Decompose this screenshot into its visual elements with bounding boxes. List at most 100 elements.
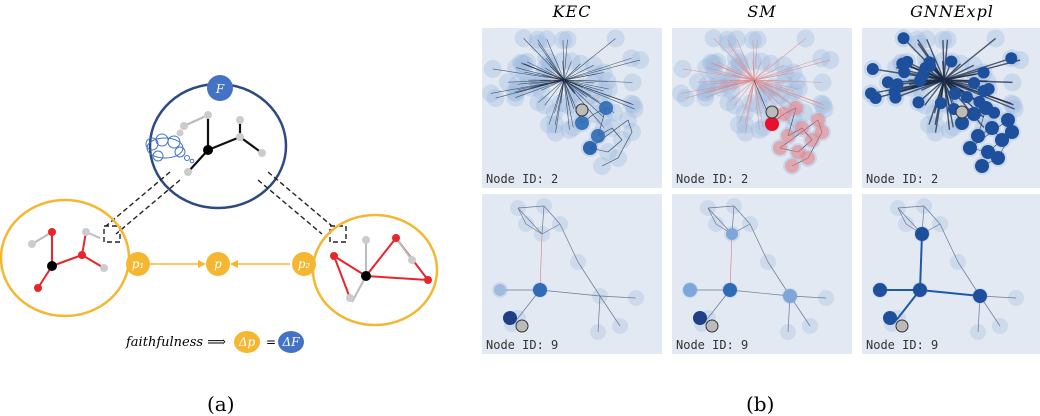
explanation-node (991, 151, 1005, 165)
cell-gnnexpl-node2: Node ID: 2 (862, 28, 1040, 188)
faded-node (918, 30, 936, 48)
node-id-label: Node ID: 2 (676, 172, 748, 186)
left-ellipse (1, 200, 129, 316)
column-title-gnnexpl: GNNExpl (862, 2, 1040, 21)
explanation-node (898, 32, 910, 44)
column-title-kec: KEC (482, 2, 662, 21)
saliency-node (789, 101, 803, 115)
faded-node (622, 49, 640, 67)
explanation-node (967, 107, 981, 121)
explanation-node (935, 97, 947, 109)
thought-cloud-icon (146, 134, 194, 163)
explanation-node (896, 58, 908, 70)
explanation-node (915, 227, 929, 241)
explanation-node (979, 101, 993, 115)
badge-p1: p₁ (126, 252, 150, 276)
highlighted-node (583, 141, 597, 155)
node-id-label: Node ID: 2 (486, 172, 558, 186)
highlighted-node (599, 101, 613, 115)
edge (540, 290, 600, 296)
faded-node (728, 30, 746, 48)
highlighted-node (503, 311, 517, 325)
explanation-node (975, 159, 989, 173)
explanation-node (883, 311, 897, 325)
equals-sign: = (266, 335, 276, 349)
graph-sm-node9 (672, 194, 852, 354)
explanation-node (892, 78, 904, 90)
saliency-node (765, 117, 779, 131)
edge (734, 206, 750, 224)
explanation-node (949, 87, 961, 99)
target-node (956, 106, 968, 118)
dashed-arrow-right (258, 172, 346, 242)
target-node (516, 320, 528, 332)
graph-kec-node2 (482, 28, 662, 188)
left-graph (28, 228, 108, 292)
node-id-label: Node ID: 2 (866, 172, 938, 186)
explanation-node (985, 121, 999, 135)
explanation-node (978, 67, 990, 79)
explanation-node (873, 283, 887, 297)
explanation-node (978, 85, 990, 97)
explanation-node (1001, 113, 1015, 127)
faded-node (546, 124, 564, 142)
node-id-label: Node ID: 9 (866, 338, 938, 352)
saliency-node (801, 151, 815, 165)
faded-node (484, 60, 502, 78)
edge (560, 224, 578, 262)
right-graph (330, 234, 432, 302)
edge (730, 290, 790, 296)
explanation-node (865, 87, 877, 99)
explanation-node (889, 92, 901, 104)
explanation-node (1005, 125, 1019, 139)
highlighted-node (693, 311, 707, 325)
faded-node (736, 124, 754, 142)
target-node (896, 320, 908, 332)
highlighted-node (726, 228, 738, 240)
explanation-node (973, 289, 987, 303)
cell-sm-node9: Node ID: 9 (672, 194, 852, 354)
highlighted-node (494, 284, 506, 296)
edge (578, 262, 600, 296)
highlighted-node (575, 116, 589, 130)
graph-sm-node2 (672, 28, 852, 188)
faded-node (797, 29, 815, 47)
saliency-node (795, 121, 809, 135)
column-title-sm: SM (672, 2, 852, 21)
explanation-node (912, 96, 924, 108)
highlighted-node (783, 289, 797, 303)
edge (920, 290, 980, 296)
edge (600, 296, 620, 326)
edge (540, 234, 542, 290)
right-ellipse (313, 215, 437, 325)
highlighted-node (591, 129, 605, 143)
badge-F-label: F (215, 82, 225, 96)
explanation-node (914, 75, 926, 87)
explanation-node (963, 141, 977, 155)
highlighted-node (723, 283, 737, 297)
faded-node (607, 29, 625, 47)
highlighted-node (533, 283, 547, 297)
edge (730, 234, 732, 290)
explanation-node (867, 63, 879, 75)
edge (544, 206, 560, 224)
dashed-arrow-left (104, 172, 180, 242)
edge (940, 224, 958, 262)
faded-node (987, 29, 1005, 47)
panel-a-svg: F (0, 60, 440, 380)
explanation-node (945, 55, 957, 67)
explanation-node (913, 283, 927, 297)
delta-p-badge: Δp (234, 331, 260, 353)
saliency-node (777, 107, 791, 121)
graph-gnnexpl-node9 (862, 194, 1040, 354)
saliency-node (815, 125, 829, 139)
explanation-node (961, 91, 973, 103)
saliency-node (781, 129, 795, 143)
edge (924, 206, 940, 224)
faded-node (926, 124, 944, 142)
caption-a: (a) (207, 392, 235, 416)
explanation-node (919, 62, 931, 74)
badge-p2: p₂ (292, 252, 316, 276)
edge (750, 224, 768, 262)
faded-node (595, 82, 613, 100)
